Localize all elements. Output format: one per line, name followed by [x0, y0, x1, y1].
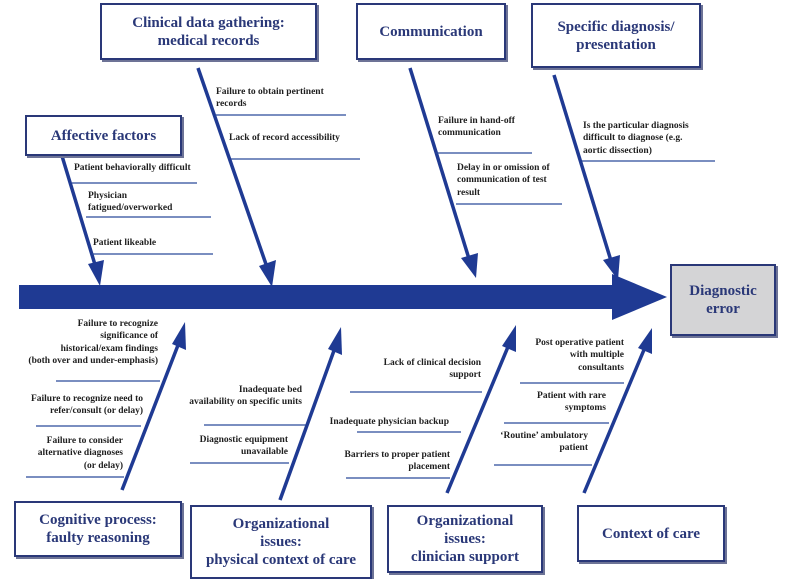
bone-line: [445, 341, 512, 494]
spine-shaft: [19, 285, 619, 309]
bone-arrowhead: [502, 325, 516, 352]
cause-label: Failure to consider alternative diagnose…: [37, 436, 123, 471]
cause-label: Barriers to proper patient placement: [344, 450, 450, 473]
category-clinician-support: Organizational issues: clinician support: [387, 505, 543, 573]
cause-label: Physician fatigued/overworked: [88, 191, 173, 214]
cause-label: Failure in hand-off communication: [438, 116, 515, 139]
cause-label: Inadequate physician backup: [329, 417, 449, 427]
bone-line: [278, 344, 338, 501]
bone-affective-factors: [60, 155, 213, 286]
bone-arrowhead: [259, 260, 276, 287]
cause-label: Delay in or omission of communication of…: [457, 163, 550, 198]
cause-label: Patient behaviorally difficult: [74, 163, 191, 173]
category-context-of-care: Context of care: [577, 505, 725, 562]
spine-arrowhead: [612, 274, 667, 320]
cause-label: Is the particular diagnosis difficult to…: [583, 121, 689, 156]
bone-arrowhead: [461, 253, 478, 278]
cause-label: Diagnostic equipment unavailable: [199, 435, 288, 458]
bone-clinician-support: [346, 325, 516, 494]
cause-label: Patient likeable: [93, 238, 157, 248]
category-cognitive-process: Cognitive process: faulty reasoning: [14, 501, 182, 557]
category-clinical-data-gathering: Clinical data gathering: medical records: [100, 3, 317, 60]
bone-cognitive-process: [26, 322, 186, 491]
cause-label: Failure to recognize need to refer/consu…: [30, 394, 143, 417]
cause-label: Failure to obtain pertinent records: [216, 87, 324, 110]
bone-communication: [408, 67, 562, 278]
effect-box-diagnostic-error: Diagnostic error: [670, 264, 776, 336]
cause-label: Lack of clinical decision support: [383, 358, 481, 381]
bone-line: [408, 67, 472, 263]
bone-context-of-care: [494, 328, 652, 494]
cause-label: Post operative patient with multiple con…: [535, 338, 624, 373]
bone-clinical-data: [196, 67, 360, 287]
bone-line: [120, 339, 182, 491]
bone-arrowhead: [328, 327, 342, 355]
bone-line: [60, 155, 98, 269]
bone-line: [196, 67, 270, 271]
category-communication: Communication: [356, 3, 506, 60]
cause-label: ‘Routine’ ambulatory patient: [500, 431, 588, 454]
cause-label: Patient with rare symptoms: [537, 391, 606, 414]
bone-arrowhead: [638, 328, 652, 354]
cause-label: Lack of record accessibility: [229, 133, 340, 143]
bone-physical-context: [190, 327, 342, 501]
bone-arrowhead: [172, 322, 186, 350]
category-affective-factors: Affective factors: [25, 115, 182, 156]
bone-arrowhead: [88, 260, 104, 286]
category-physical-context-of-care: Organizational issues: physical context …: [190, 505, 372, 579]
cause-label: Failure to recognize significance of his…: [28, 319, 158, 367]
bone-line: [582, 344, 648, 494]
bone-specific-diagnosis: [552, 74, 715, 280]
cause-label: Inadequate bed availability on specific …: [189, 385, 302, 408]
bone-line: [552, 74, 614, 265]
bone-arrowhead: [603, 255, 620, 280]
category-specific-diagnosis: Specific diagnosis/ presentation: [531, 3, 701, 68]
spine-arrow: [19, 274, 667, 320]
